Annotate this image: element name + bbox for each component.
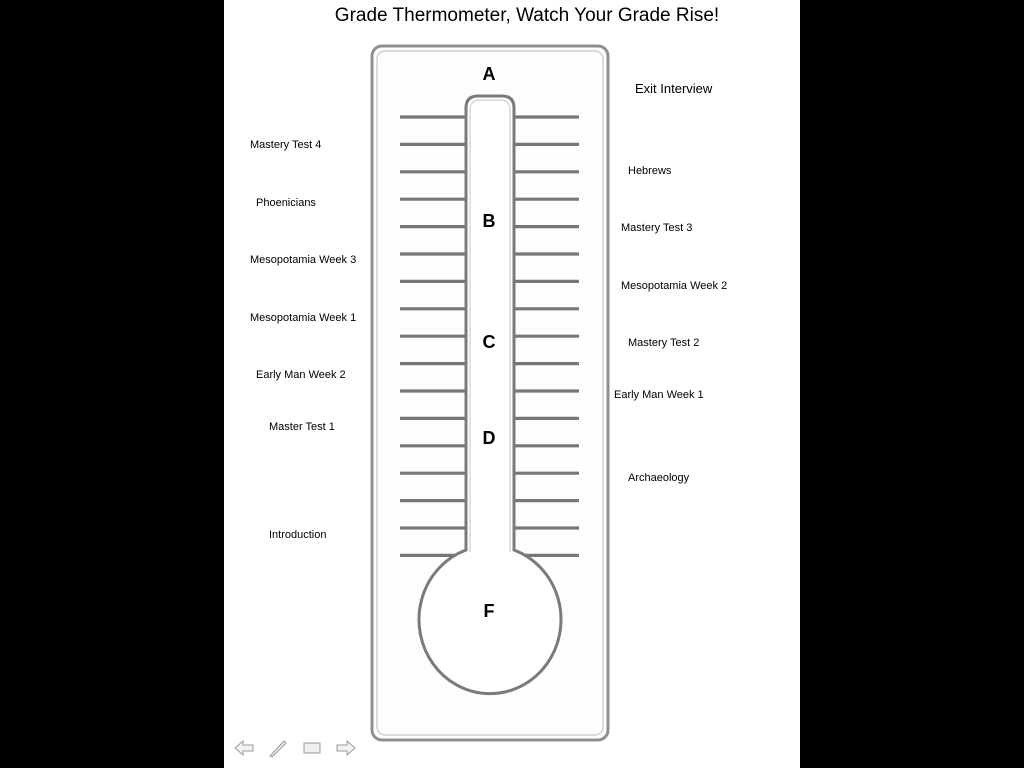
pen-icon[interactable]: [267, 738, 289, 758]
grade-b-label: B: [482, 211, 496, 231]
milestone-hebrews: Hebrews: [628, 165, 672, 177]
slide-title: Grade Thermometer, Watch Your Grade Rise…: [334, 5, 720, 26]
milestone-mesopotamia-week-3: Mesopotamia Week 3: [250, 254, 357, 266]
grade-f-label: F: [483, 601, 495, 621]
grade-a-label: A: [482, 64, 496, 84]
grade-c-label: C: [482, 332, 496, 352]
milestone-mastery-test-2: Mastery Test 2: [628, 337, 700, 349]
milestone-mesopotamia-week-1: Mesopotamia Week 1: [250, 312, 357, 324]
arrow-right-icon[interactable]: [335, 738, 357, 758]
milestone-archaeology: Archaeology: [628, 472, 690, 484]
grade-d-label: D: [482, 428, 496, 448]
milestone-phoenicians: Phoenicians: [256, 197, 316, 209]
milestone-early-man-week-2: Early Man Week 2: [256, 369, 346, 381]
arrow-left-icon[interactable]: [233, 738, 255, 758]
milestone-introduction: Introduction: [269, 529, 327, 541]
slide-menu-icon[interactable]: [301, 738, 323, 758]
thermometer-tube: [417, 94, 563, 696]
thermometer-graphic: [370, 44, 610, 742]
milestone-master-test-1: Master Test 1: [269, 421, 335, 433]
milestone-mastery-test-3: Mastery Test 3: [621, 222, 693, 234]
milestone-mastery-test-4: Mastery Test 4: [250, 139, 322, 151]
milestone-exit-interview: Exit Interview: [635, 81, 713, 96]
milestone-early-man-week-1: Early Man Week 1: [614, 389, 704, 401]
slide: Grade Thermometer, Watch Your Grade Rise…: [224, 0, 800, 768]
milestone-mesopotamia-week-2: Mesopotamia Week 2: [621, 280, 728, 292]
